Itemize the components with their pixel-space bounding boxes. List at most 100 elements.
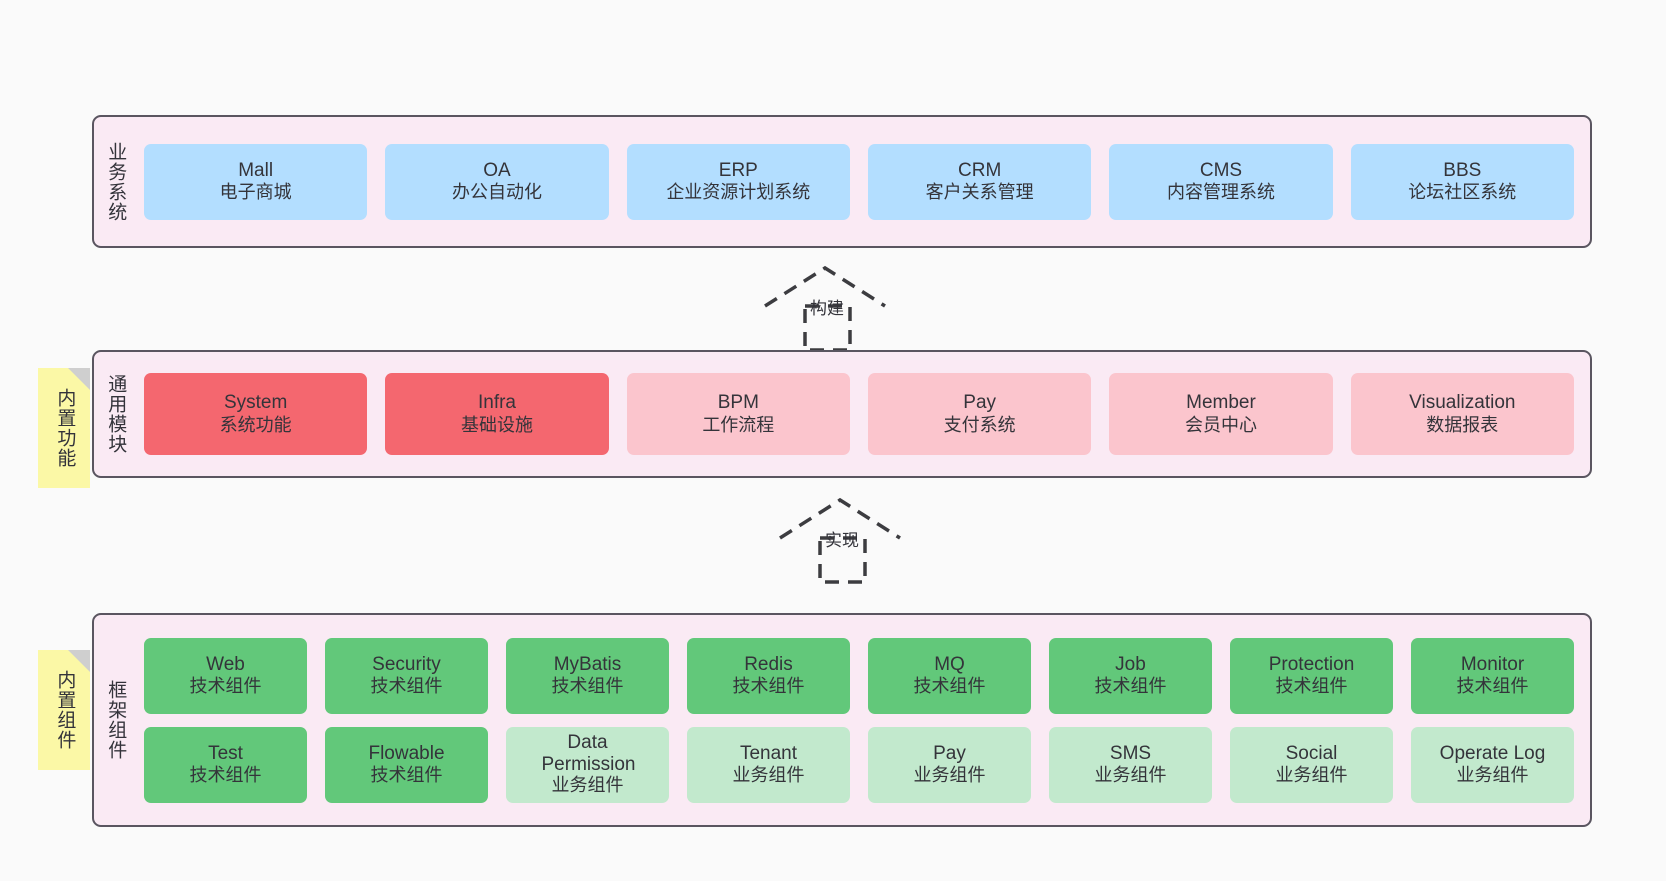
common-modules-row: System 系统功能 Infra 基础设施 BPM 工作流程 Pay 支付系统… (144, 373, 1574, 455)
node-mq-en: MQ (934, 653, 965, 675)
node-web-en: Web (206, 653, 245, 675)
node-social-cn: 业务组件 (1275, 765, 1348, 786)
node-tenant[interactable]: Tenant 业务组件 (687, 726, 850, 803)
node-data-permission-en: Data Permission (541, 731, 636, 775)
node-security[interactable]: Security 技术组件 (325, 637, 488, 714)
node-erp-cn: 企业资源计划系统 (666, 182, 811, 203)
node-crm-cn: 客户关系管理 (925, 182, 1034, 203)
node-security-cn: 技术组件 (370, 676, 443, 697)
node-security-en: Security (372, 653, 441, 675)
node-mq[interactable]: MQ 技术组件 (868, 637, 1031, 714)
node-sms[interactable]: SMS 业务组件 (1049, 726, 1212, 803)
node-system[interactable]: System 系统功能 (144, 373, 368, 455)
connector-implement-icon (779, 497, 901, 584)
node-sms-en: SMS (1109, 742, 1152, 764)
node-mybatis[interactable]: MyBatis 技术组件 (506, 637, 669, 714)
node-web[interactable]: Web 技术组件 (144, 637, 307, 714)
node-pay-component-cn: 业务组件 (913, 765, 986, 786)
node-bpm-en: BPM (717, 392, 759, 414)
node-visualization-en: Visualization (1409, 392, 1516, 414)
note-fold-corner-icon (68, 368, 90, 390)
node-system-en: System (223, 392, 288, 414)
node-tenant-cn: 业务组件 (732, 765, 805, 786)
node-member-en: Member (1186, 392, 1256, 414)
node-test-cn: 技术组件 (189, 765, 262, 786)
node-visualization[interactable]: Visualization 数据报表 (1350, 373, 1574, 455)
layer-common-modules-title: 通用模块 (105, 374, 127, 454)
node-bbs-cn: 论坛社区系统 (1408, 182, 1517, 203)
node-operate-log[interactable]: Operate Log 业务组件 (1411, 726, 1574, 803)
node-job[interactable]: Job 技术组件 (1049, 637, 1212, 714)
node-cms-en: CMS (1199, 159, 1243, 181)
connector-build: 构建 (760, 258, 910, 353)
note-fold-corner-icon (68, 650, 90, 672)
node-monitor-cn: 技术组件 (1456, 676, 1529, 697)
node-pay-component[interactable]: Pay 业务组件 (868, 726, 1031, 803)
node-member[interactable]: Member 会员中心 (1109, 373, 1333, 455)
node-cms-cn: 内容管理系统 (1166, 182, 1275, 203)
framework-components-row-business: Test 技术组件 Flowable 技术组件 Data Permission … (144, 726, 1574, 803)
node-data-permission[interactable]: Data Permission 业务组件 (506, 726, 669, 803)
node-redis[interactable]: Redis 技术组件 (687, 637, 850, 714)
node-social[interactable]: Social 业务组件 (1230, 726, 1393, 803)
node-bbs[interactable]: BBS 论坛社区系统 (1350, 143, 1574, 220)
layer-business-systems-body: Mall 电子商城 OA 办公自动化 ERP 企业资源计划系统 CRM 客户关系… (136, 117, 1590, 246)
connector-implement: 实现 (775, 490, 925, 585)
node-data-permission-cn: 业务组件 (551, 775, 624, 796)
node-monitor[interactable]: Monitor 技术组件 (1411, 637, 1574, 714)
node-mall[interactable]: Mall 电子商城 (144, 143, 368, 220)
layer-common-modules-body: System 系统功能 Infra 基础设施 BPM 工作流程 Pay 支付系统… (136, 352, 1590, 476)
layer-framework-components: 框架组件 Web 技术组件 Security 技术组件 MyBatis 技术组件… (92, 613, 1592, 827)
node-operate-log-cn: 业务组件 (1456, 765, 1529, 786)
connector-implement-label: 实现 (825, 531, 859, 550)
framework-components-row-tech: Web 技术组件 Security 技术组件 MyBatis 技术组件 Redi… (144, 637, 1574, 714)
node-visualization-cn: 数据报表 (1426, 414, 1499, 435)
node-web-cn: 技术组件 (189, 676, 262, 697)
note-builtin-components: 内置组件 (38, 650, 90, 770)
node-social-en: Social (1285, 742, 1338, 764)
node-flowable[interactable]: Flowable 技术组件 (325, 726, 488, 803)
node-tenant-en: Tenant (739, 742, 798, 764)
node-infra[interactable]: Infra 基础设施 (385, 373, 609, 455)
layer-business-systems: 业务系统 Mall 电子商城 OA 办公自动化 ERP 企业资源计划系统 CRM (92, 115, 1592, 248)
node-member-cn: 会员中心 (1184, 414, 1257, 435)
node-infra-cn: 基础设施 (460, 414, 533, 435)
node-oa[interactable]: OA 办公自动化 (385, 143, 609, 220)
node-bpm[interactable]: BPM 工作流程 (626, 373, 850, 455)
node-pay-module-cn: 支付系统 (943, 414, 1016, 435)
node-mall-en: Mall (238, 159, 274, 181)
connector-build-label: 构建 (810, 299, 844, 318)
node-bbs-en: BBS (1443, 159, 1482, 181)
node-system-cn: 系统功能 (219, 414, 292, 435)
node-flowable-en: Flowable (368, 742, 445, 764)
layer-framework-components-title: 框架组件 (105, 680, 127, 760)
node-protection[interactable]: Protection 技术组件 (1230, 637, 1393, 714)
node-erp[interactable]: ERP 企业资源计划系统 (626, 143, 850, 220)
node-crm[interactable]: CRM 客户关系管理 (867, 143, 1092, 220)
node-monitor-en: Monitor (1460, 653, 1525, 675)
node-sms-cn: 业务组件 (1094, 765, 1167, 786)
node-oa-cn: 办公自动化 (451, 182, 542, 203)
node-redis-en: Redis (744, 653, 793, 675)
connector-build-icon (764, 265, 886, 352)
node-cms[interactable]: CMS 内容管理系统 (1109, 143, 1333, 220)
node-oa-en: OA (483, 159, 511, 181)
node-test[interactable]: Test 技术组件 (144, 726, 307, 803)
note-builtin-features-text: 内置功能 (54, 388, 76, 468)
node-pay-module-en: Pay (963, 392, 997, 414)
node-crm-en: CRM (958, 159, 1002, 181)
layer-business-systems-title: 业务系统 (105, 141, 127, 222)
node-pay-component-en: Pay (933, 742, 966, 764)
node-flowable-cn: 技术组件 (370, 765, 443, 786)
node-job-cn: 技术组件 (1094, 676, 1167, 697)
node-pay-module[interactable]: Pay 支付系统 (867, 373, 1092, 455)
node-mq-cn: 技术组件 (913, 676, 986, 697)
node-mall-cn: 电子商城 (219, 182, 292, 203)
node-infra-en: Infra (477, 392, 516, 414)
layer-common-modules: 通用模块 System 系统功能 Infra 基础设施 BPM 工作流程 Pay (92, 350, 1592, 478)
node-redis-cn: 技术组件 (732, 676, 805, 697)
note-builtin-components-text: 内置组件 (54, 670, 76, 750)
layer-framework-components-body: Web 技术组件 Security 技术组件 MyBatis 技术组件 Redi… (136, 615, 1590, 825)
node-mybatis-en: MyBatis (553, 653, 622, 675)
